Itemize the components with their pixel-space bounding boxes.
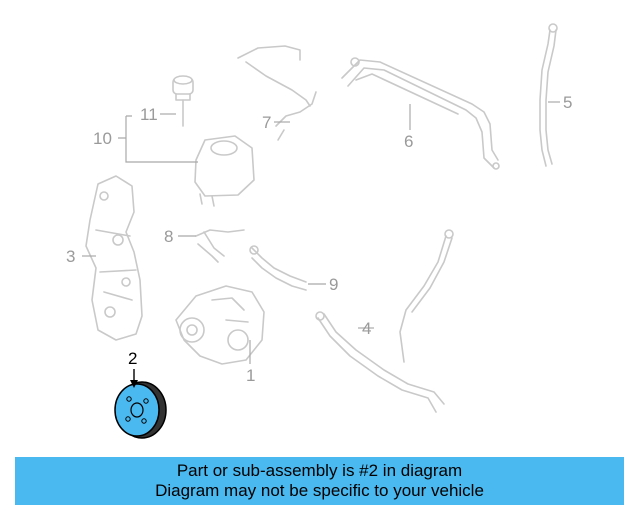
part-5-line[interactable] [539,23,558,167]
part-4-line[interactable] [315,229,454,413]
info-banner: Part or sub-assembly is #2 in diagram Di… [15,457,624,505]
pulley-face [114,383,160,437]
part-10-reservoir[interactable] [194,135,255,207]
callout-5: 5 [563,93,572,112]
part-8-hose[interactable] [195,229,245,263]
callout-1: 1 [246,366,255,385]
leader-lines [82,101,560,388]
callout-4: 4 [362,319,371,338]
part-1-pump[interactable] [175,285,265,365]
callout-6: 6 [404,132,413,151]
part-6-cooler[interactable] [341,57,500,170]
part-2-pulley[interactable] [114,381,167,439]
part-11-cap[interactable] [172,75,194,127]
callout-7: 7 [262,113,271,132]
banner-line-1: Part or sub-assembly is #2 in diagram [176,461,463,480]
banner-line-2: Diagram may not be specific to your vehi… [155,481,484,500]
callout-2: 2 [128,349,137,368]
part-9-hose[interactable] [249,245,307,291]
callout-8: 8 [164,227,173,246]
callout-11: 11 [140,105,158,124]
part-7-hose[interactable] [237,45,317,141]
part-3-bracket[interactable] [85,175,143,341]
callout-3: 3 [66,247,75,266]
callout-10: 10 [93,129,112,148]
callout-9: 9 [329,275,338,294]
